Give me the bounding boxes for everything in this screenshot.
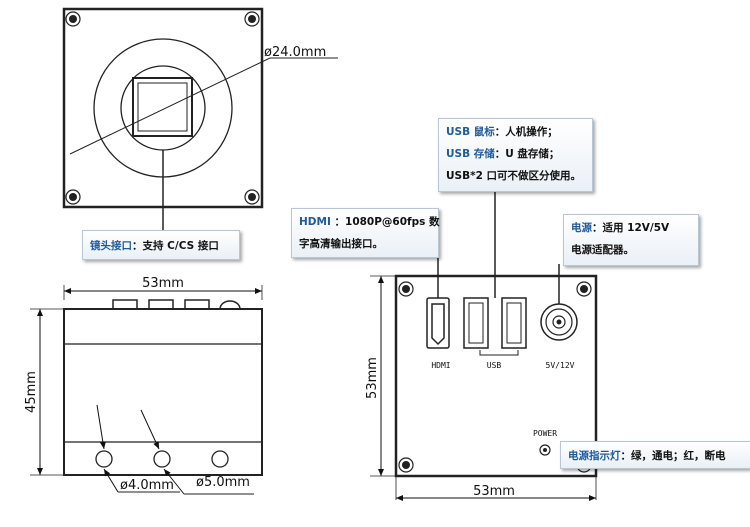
- callout-text: ：人机操作；: [494, 126, 558, 138]
- hdmi-callout: HDMI ：1080P@60fps 数 字高清输出接口。: [291, 208, 440, 258]
- callout-key: HDMI: [299, 216, 331, 228]
- side-height-label: 45mm: [24, 371, 39, 413]
- back-view: [370, 190, 598, 501]
- diameter-leader-line: [69, 57, 271, 155]
- callout-key: USB 存储: [446, 148, 495, 160]
- power-jack-label: 5V/12V: [546, 361, 575, 370]
- callout-key: 电源指示灯: [568, 450, 621, 462]
- callout-text: USB*2 口可不做区分使用。: [446, 170, 582, 182]
- usb-port-label: USB: [487, 361, 502, 370]
- callout-text: ：1080P@60fps 数: [330, 216, 440, 228]
- callout-text: 字高清输出接口。: [299, 238, 383, 250]
- mounting-screw: [65, 189, 81, 205]
- power-jack: [540, 303, 578, 341]
- hdmi-port-label: HDMI: [431, 361, 450, 370]
- hole-large-label: ø5.0mm: [196, 475, 250, 490]
- callout-text: ：U 盘存储；: [494, 148, 560, 160]
- usb-port: [463, 297, 489, 349]
- callout-key: 镜头接口: [90, 240, 132, 252]
- callout-key: USB 鼠标: [446, 126, 495, 138]
- lens-interface-callout: 镜头接口：支持 C/CS 接口: [82, 230, 240, 260]
- power-callout: 电源：适用 12V/5V 电源适配器。: [563, 214, 699, 266]
- back-height-label: 53mm: [365, 357, 380, 399]
- side-hole-large: [153, 450, 171, 468]
- callout-text: ：绿，通电；红，断电: [620, 450, 726, 462]
- lens-diameter-label: ø24.0mm: [264, 45, 326, 60]
- callout-text: ：支持 C/CS 接口: [132, 240, 219, 252]
- mounting-screw: [398, 281, 414, 297]
- power-led-label: POWER: [533, 429, 557, 438]
- front-view: [62, 7, 338, 230]
- side-hole-small: [95, 450, 113, 468]
- side-width-label: 53mm: [142, 276, 184, 291]
- side-hole: [211, 450, 229, 468]
- hdmi-port: [426, 297, 450, 349]
- power-led-callout: 电源指示灯：绿，通电；红，断电: [560, 441, 750, 469]
- callout-text: 电源适配器。: [571, 244, 634, 256]
- back-width-label: 53mm: [473, 484, 515, 499]
- mounting-screw: [398, 457, 414, 473]
- image-sensor: [132, 77, 193, 137]
- callout-text: ：适用 12V/5V: [592, 222, 670, 234]
- mounting-screw: [244, 189, 260, 205]
- callout-key: 电源: [571, 222, 592, 234]
- mounting-screw: [65, 11, 81, 27]
- mounting-screw: [576, 281, 592, 297]
- usb-callout: USB 鼠标：人机操作； USB 存储：U 盘存储； USB*2 口可不做区分使…: [438, 118, 593, 192]
- hole-small-label: ø4.0mm: [120, 478, 174, 493]
- mounting-screw: [244, 11, 260, 27]
- power-led: [539, 444, 551, 456]
- side-view: [30, 285, 263, 495]
- usb-port: [501, 297, 527, 349]
